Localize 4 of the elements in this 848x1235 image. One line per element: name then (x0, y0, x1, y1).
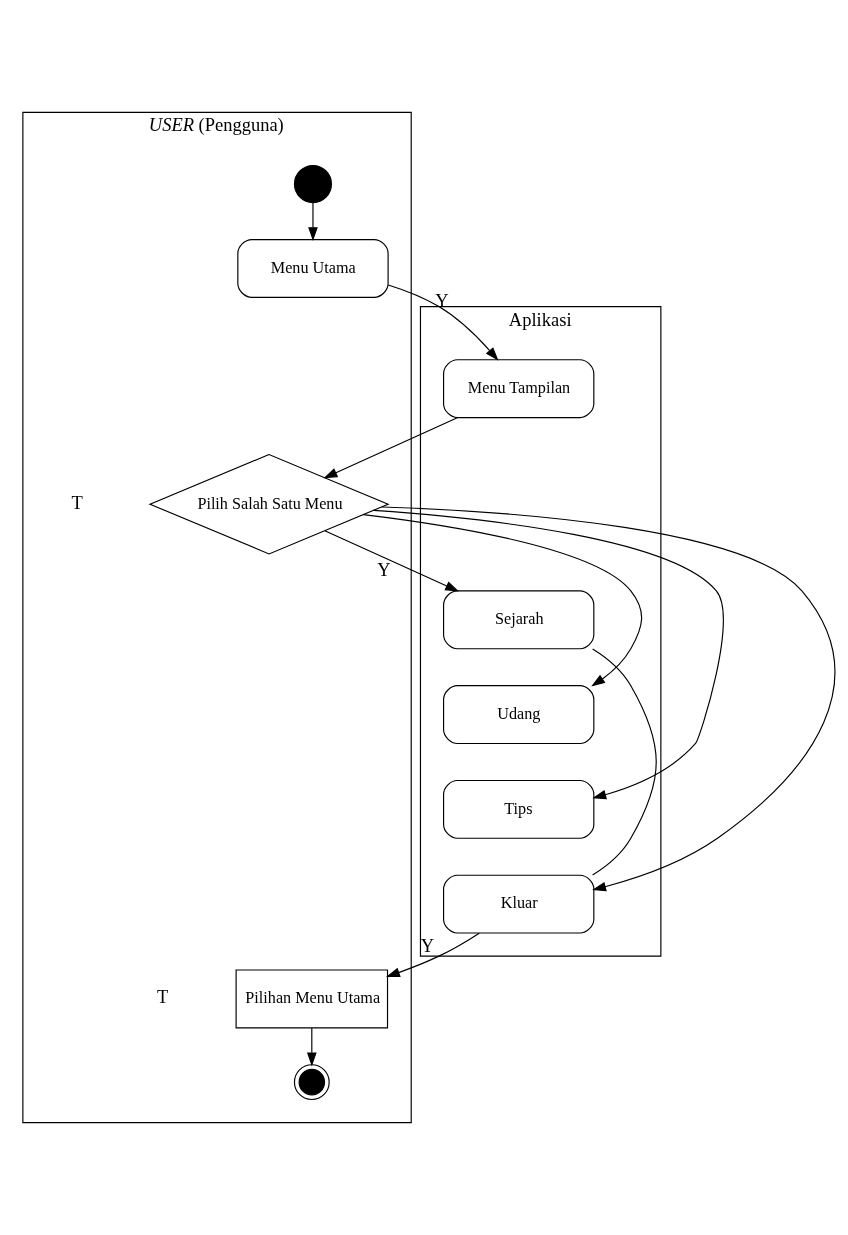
label: T (70, 492, 83, 513)
edge-label: Y (420, 936, 434, 957)
label: T (156, 987, 168, 1008)
edge-label: Y (376, 559, 391, 580)
